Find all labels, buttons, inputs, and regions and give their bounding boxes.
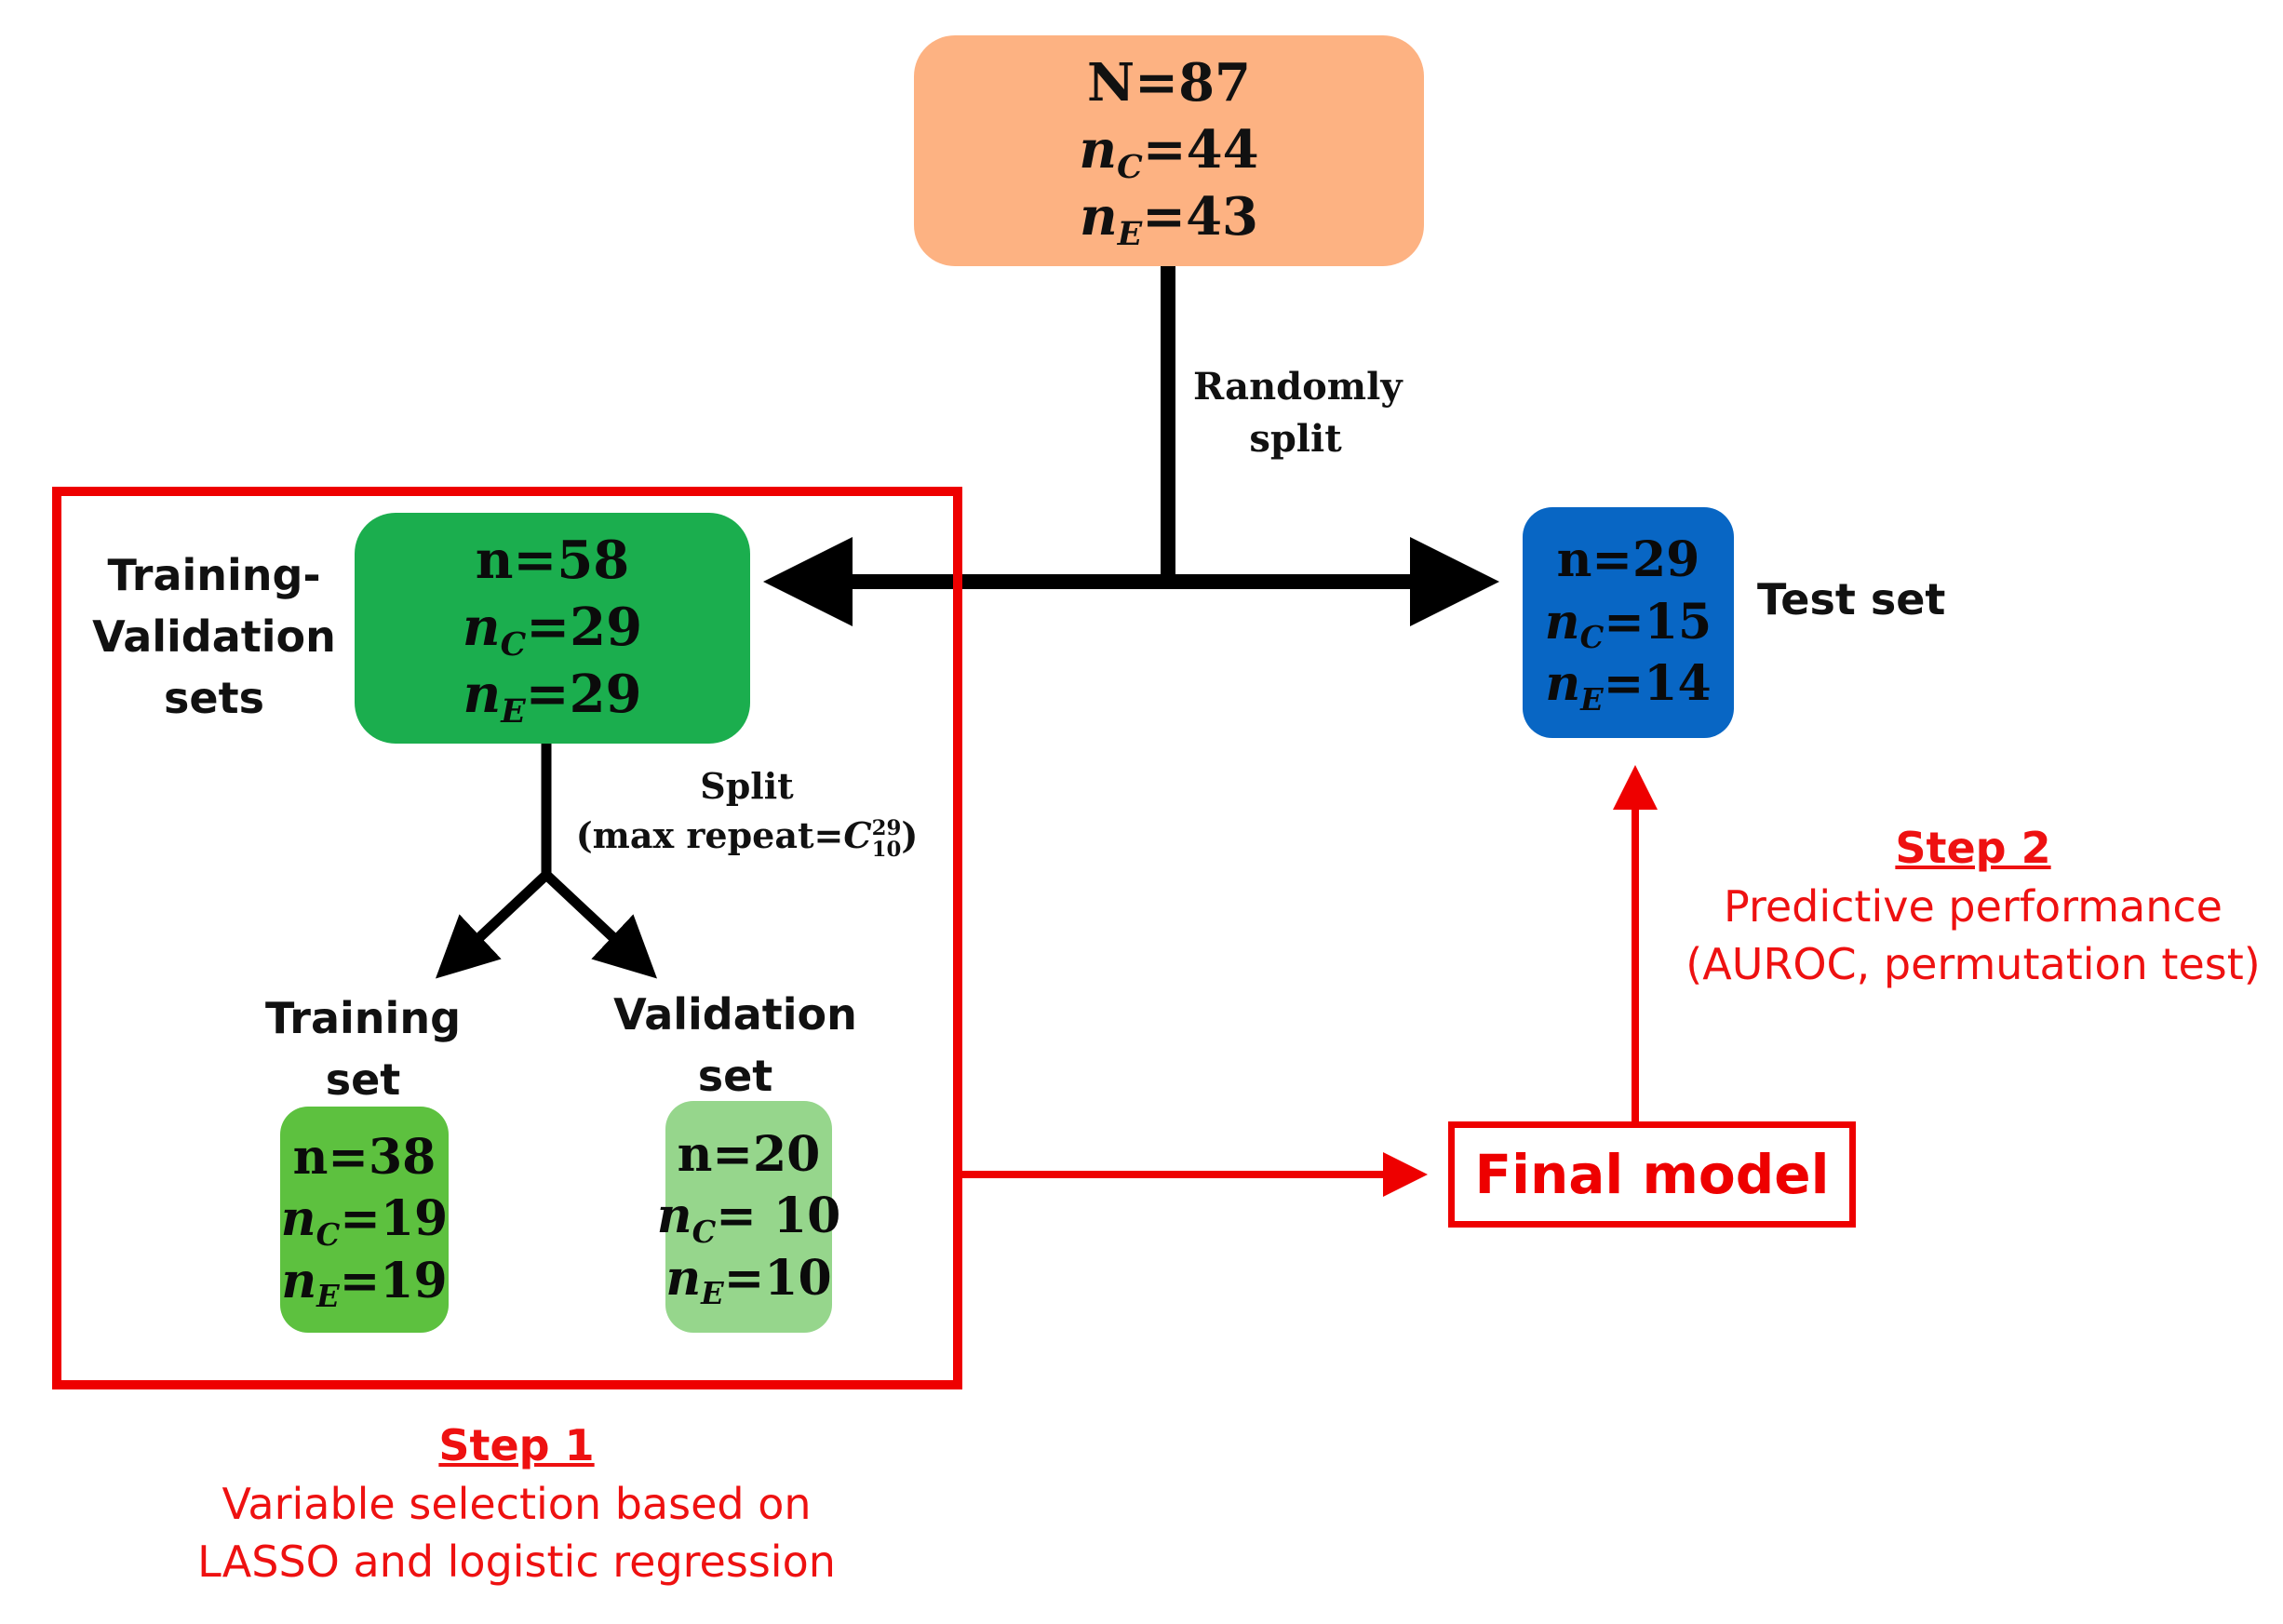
step1-frame (52, 487, 962, 1389)
tv-c-count: nC=29 (462, 597, 643, 664)
validation-count: n=20 (677, 1125, 821, 1183)
validation-box: n=20 nC= 10 nE=10 (657, 1101, 840, 1333)
step1-title: Step 1 (438, 1420, 595, 1470)
final-model-label: Final model (1474, 1143, 1830, 1206)
training-count: n=38 (292, 1128, 436, 1186)
training-c-count: nC=19 (280, 1190, 449, 1253)
step2-title: Step 2 (1895, 823, 2051, 873)
total-e-count: nE=43 (1079, 185, 1259, 253)
training-validation-box: n=58 nC=29 nE=29 (355, 513, 750, 744)
total-c-count: nC=44 (1079, 119, 1259, 187)
total-count: N=87 (1086, 52, 1252, 114)
step2-line1: Predictive performance (1724, 880, 2223, 932)
test-count: n=29 (1556, 531, 1700, 589)
tv-count: n=58 (475, 530, 630, 592)
test-e-count: nE=14 (1545, 655, 1712, 718)
step1-line2: LASSO and logistic regression (197, 1537, 836, 1588)
training-set-label: Training set (264, 993, 461, 1105)
validation-e-count: nE=10 (665, 1249, 832, 1312)
validation-c-count: nC= 10 (656, 1188, 841, 1250)
tv-e-count: nE=29 (463, 663, 642, 731)
training-e-count: nE=19 (281, 1252, 448, 1315)
final-model-box: Final model (1448, 1121, 1856, 1228)
test-box: n=29 nC=15 nE=14 (1523, 507, 1734, 738)
training-validation-label: Training- Validation sets (92, 550, 336, 723)
test-set-label: Test set (1757, 574, 1946, 624)
arrow-to-validation (543, 870, 658, 979)
test-c-count: nC=15 (1544, 593, 1712, 656)
step1-text: Step 1 Variable selection based on LASSO… (177, 1416, 856, 1591)
step2-line2: (AUROC, permutation test) (1685, 939, 2261, 990)
arrow-to-training (435, 870, 550, 979)
validation-set-label: Validation set (613, 989, 857, 1101)
step1-line1: Variable selection based on (222, 1478, 812, 1529)
training-box: n=38 nC=19 nE=19 (280, 1107, 449, 1333)
random-split-label: Randomly split (1193, 365, 1403, 461)
step2-text: Step 2 Predictive performance (AUROC, pe… (1666, 819, 2280, 994)
total-box: N=87 nC=44 nE=43 (914, 35, 1424, 266)
